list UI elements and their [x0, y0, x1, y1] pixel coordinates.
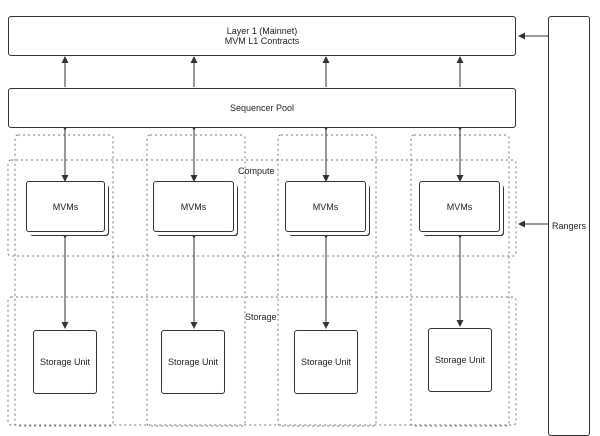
compute-frame — [7, 159, 517, 257]
storage-unit-box-4: Storage Unit — [428, 328, 492, 392]
storage-unit-label: Storage Unit — [300, 357, 352, 367]
arrows-to-layer1 — [61, 56, 464, 87]
storage-unit-label: Storage Unit — [434, 355, 486, 365]
connector-layer — [7, 32, 548, 427]
mvms-label: MVMs — [446, 201, 473, 212]
rangers-label: Rangers — [551, 221, 587, 231]
arrows-sequencer-mvms — [61, 124, 464, 182]
storage-unit-box-1: Storage Unit — [33, 330, 97, 394]
arrows-rangers — [518, 32, 548, 228]
layer1-subtitle: MVM L1 Contracts — [224, 36, 300, 46]
rangers-box: Rangers — [548, 16, 590, 436]
storage-unit-box-3: Storage Unit — [294, 330, 358, 394]
storage-unit-label: Storage Unit — [39, 357, 91, 367]
mvms-box-2: MVMs — [153, 181, 234, 232]
mvms-box-3: MVMs — [285, 181, 366, 232]
sequencer-pool-box: Sequencer Pool — [8, 88, 516, 128]
arrows-mvms-storage — [61, 232, 464, 329]
compute-label: Compute — [238, 166, 275, 176]
layer1-box: Layer 1 (Mainnet) MVM L1 Contracts — [8, 16, 516, 56]
mvms-box-4: MVMs — [419, 181, 500, 232]
sequencer-pool-label: Sequencer Pool — [229, 103, 295, 113]
mvms-label: MVMs — [180, 201, 207, 212]
storage-unit-label: Storage Unit — [167, 357, 219, 367]
mvms-label: MVMs — [52, 201, 79, 212]
storage-unit-box-2: Storage Unit — [161, 330, 225, 394]
storage-label: Storage — [245, 312, 277, 322]
storage-frame — [7, 296, 517, 426]
section-frames — [7, 159, 517, 426]
mvms-box-1: MVMs — [26, 181, 105, 232]
mvms-label: MVMs — [312, 201, 339, 212]
layer1-title: Layer 1 (Mainnet) — [226, 26, 298, 36]
